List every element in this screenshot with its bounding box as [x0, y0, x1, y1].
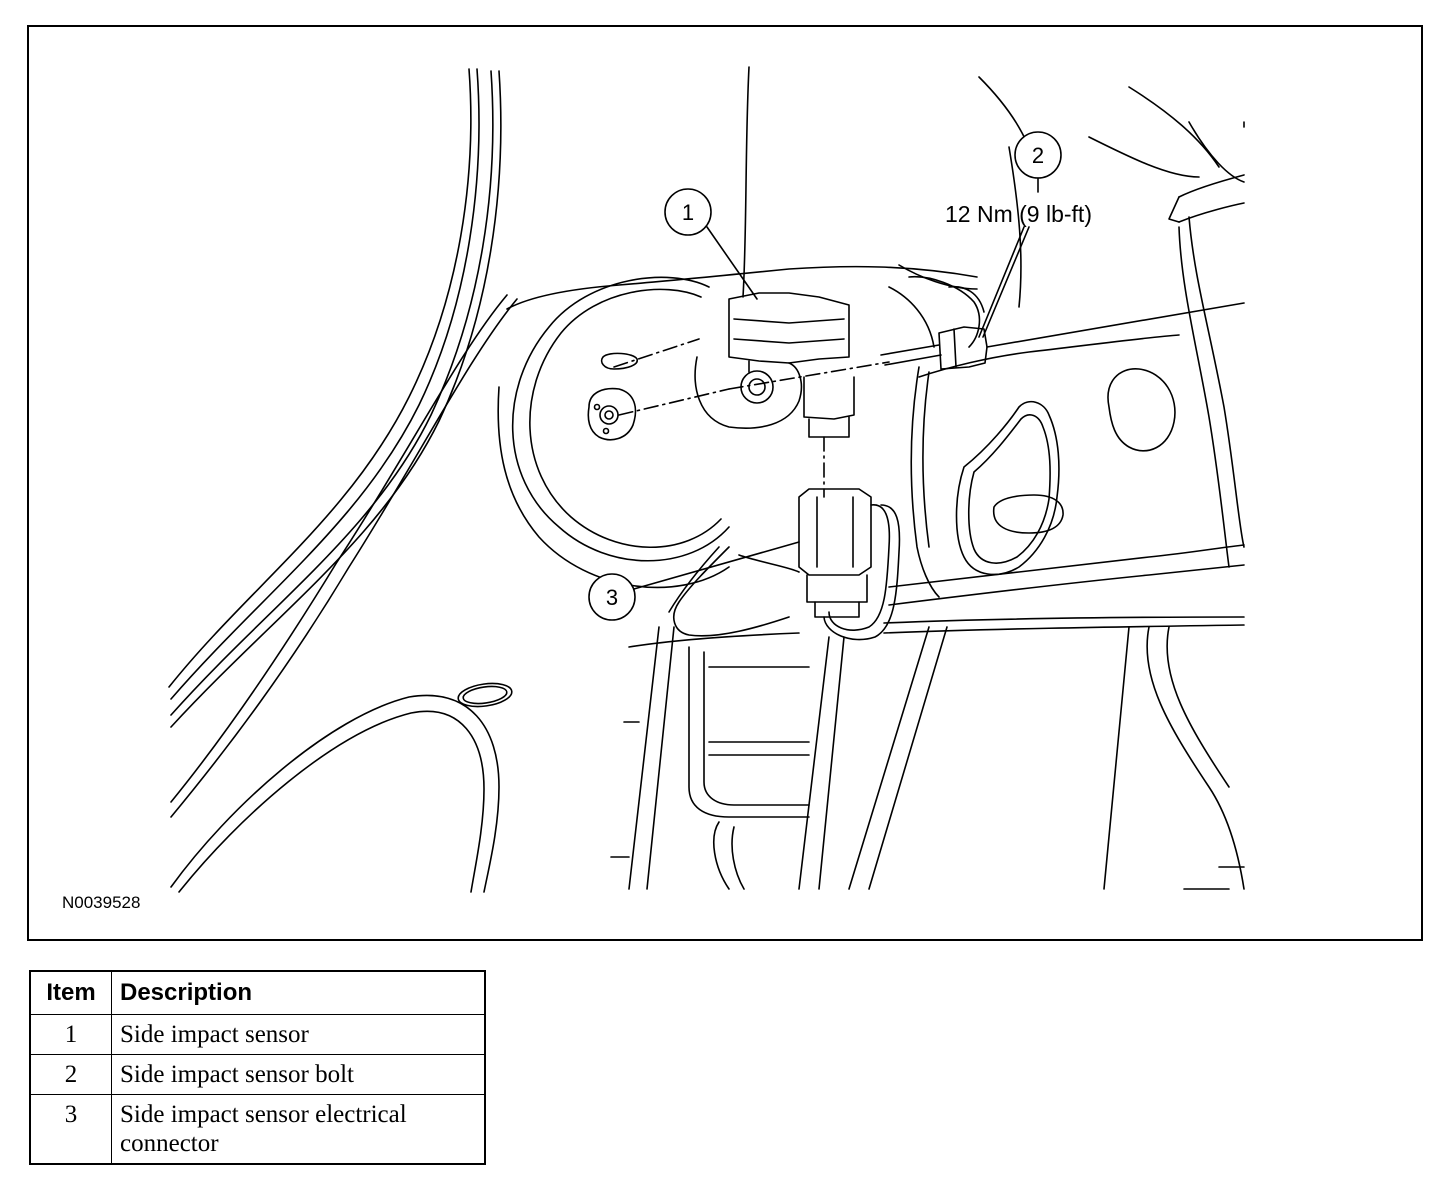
- legend-item-description: Side impact sensor: [111, 1014, 486, 1055]
- legend-item-number: 1: [29, 1014, 112, 1055]
- table-row: 2 Side impact sensor bolt: [29, 1054, 486, 1095]
- table-row: 3 Side impact sensor electrical connecto…: [29, 1094, 486, 1165]
- legend-header-row: Item Description: [29, 970, 486, 1015]
- legend-table: Item Description 1 Side impact sensor 2 …: [29, 970, 486, 1165]
- callout-2-number: 2: [1032, 143, 1044, 168]
- body-structure-right: [848, 86, 1245, 890]
- line-drawing: 1 2 3: [168, 66, 1245, 893]
- legend-header-description: Description: [111, 970, 486, 1015]
- callout-1: 1: [664, 188, 758, 300]
- door-frame-lines: [168, 68, 518, 818]
- figure-id-label: N0039528: [62, 893, 141, 912]
- sensor-mount-recess: [497, 265, 978, 589]
- legend-header-item: Item: [29, 970, 112, 1015]
- table-row: 1 Side impact sensor: [29, 1014, 486, 1055]
- diagram-frame: 1 2 3 12 Nm (9 lb-ft) N0039528: [27, 25, 1423, 941]
- mounting-holes: [587, 352, 638, 441]
- callout-3: 3: [588, 541, 800, 621]
- callout-2: 2: [978, 131, 1062, 338]
- legend-item-number: 3: [29, 1094, 112, 1165]
- torque-spec-label: 12 Nm (9 lb-ft): [945, 201, 1092, 227]
- legend-item-description: Side impact sensor bolt: [111, 1054, 486, 1095]
- lower-oval-opening: [170, 694, 500, 893]
- callout-3-number: 3: [606, 585, 618, 610]
- legend-item-number: 2: [29, 1054, 112, 1095]
- legend-item-description: Side impact sensor electrical connector: [111, 1094, 486, 1165]
- side-impact-sensor: [694, 292, 855, 438]
- sensor-electrical-connector: [798, 488, 901, 641]
- alignment-lines: [613, 338, 890, 498]
- body-structure-lower: [610, 66, 1040, 890]
- side-impact-sensor-bolt: [880, 302, 1245, 370]
- callout-1-number: 1: [682, 200, 694, 225]
- ford-logo-icon: [457, 682, 513, 708]
